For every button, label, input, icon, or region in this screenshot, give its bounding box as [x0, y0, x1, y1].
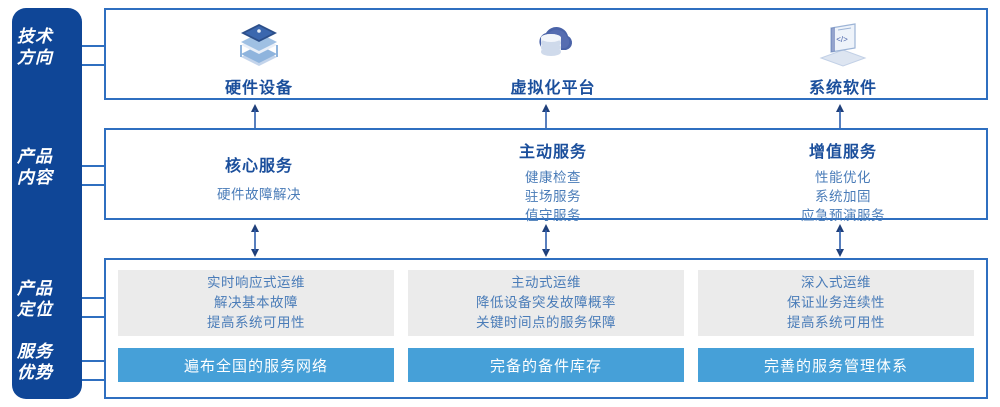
content-column-item: 应急预演服务 [801, 208, 885, 223]
connector-line-content-bottom [82, 184, 104, 186]
tech-column-system-software[interactable]: </> 系统软件 [700, 10, 986, 98]
content-column-item: 驻场服务 [525, 189, 581, 204]
advantage-bar-service-network[interactable]: 遍布全国的服务网络 [118, 348, 394, 382]
position-card-realtime[interactable]: 实时响应式运维 解决基本故障 提高系统可用性 [118, 270, 394, 336]
product-position-advantage-panel: 实时响应式运维 解决基本故障 提高系统可用性 主动式运维 降低设备突发故障概率 … [104, 258, 988, 399]
position-card-line: 关键时间点的服务保障 [476, 315, 616, 330]
sidebar-item-product-position[interactable]: 产品 定位 [0, 278, 70, 320]
sidebar-label-line2: 内容 [17, 168, 53, 187]
sidebar-item-product-content[interactable]: 产品 内容 [0, 146, 70, 188]
content-column-item: 性能优化 [815, 170, 871, 185]
tech-column-label: 虚拟化平台 [510, 80, 596, 97]
sidebar [12, 8, 82, 399]
content-column-item: 系统加固 [815, 189, 871, 204]
content-column-title: 主动服务 [518, 144, 587, 161]
content-column-proactive-service[interactable]: 主动服务 健康检查 驻场服务 值守服务 [406, 130, 700, 226]
arrow-up-virtualization [538, 104, 554, 133]
connector-line-content-top [82, 165, 104, 167]
arrow-up-hardware [247, 104, 263, 133]
connector-line-advantage-bottom [82, 379, 104, 381]
arrow-double-core-service [247, 224, 263, 262]
server-stack-icon [231, 16, 287, 72]
sidebar-label-line1: 产品 [17, 279, 53, 298]
tech-column-hardware[interactable]: 硬件设备 [112, 10, 406, 98]
tech-column-label: 硬件设备 [224, 80, 293, 97]
connector-line-tech-bottom [82, 64, 104, 66]
position-card-indepth[interactable]: 深入式运维 保证业务连续性 提高系统可用性 [698, 270, 974, 336]
sidebar-label-line2: 定位 [17, 300, 53, 319]
content-column-item: 硬件故障解决 [217, 187, 301, 202]
position-card-line: 降低设备突发故障概率 [476, 295, 616, 310]
connector-line-advantage-top [82, 360, 104, 362]
content-column-title: 核心服务 [224, 158, 293, 175]
content-column-value-added-service[interactable]: 增值服务 性能优化 系统加固 应急预演服务 [700, 130, 986, 226]
position-card-line: 解决基本故障 [214, 295, 298, 310]
sidebar-label-line1: 服务 [17, 342, 53, 361]
product-content-panel: 核心服务 硬件故障解决 主动服务 健康检查 驻场服务 值守服务 增值服务 性能优… [104, 128, 988, 223]
position-card-line: 主动式运维 [511, 275, 581, 290]
content-column-core-service[interactable]: 核心服务 硬件故障解决 [112, 130, 406, 240]
tech-column-virtualization[interactable]: 虚拟化平台 [406, 10, 700, 98]
tech-direction-panel: 硬件设备 [104, 8, 988, 100]
content-column-title: 增值服务 [808, 144, 877, 161]
cloud-database-icon [525, 16, 581, 72]
arrow-double-value-added-service [832, 224, 848, 262]
advantage-bar-management-system[interactable]: 完善的服务管理体系 [698, 348, 974, 382]
sidebar-label-line2: 优势 [17, 363, 53, 382]
content-column-item: 值守服务 [525, 208, 581, 223]
connector-line-position-bottom [82, 316, 104, 318]
arrow-up-system-software [832, 104, 848, 133]
position-card-line: 保证业务连续性 [787, 295, 885, 310]
svg-text:</>: </> [836, 35, 848, 44]
arrow-double-proactive-service [538, 224, 554, 262]
sidebar-item-service-advantage[interactable]: 服务 优势 [0, 341, 70, 383]
connector-line-tech-top [82, 45, 104, 47]
position-card-proactive[interactable]: 主动式运维 降低设备突发故障概率 关键时间点的服务保障 [408, 270, 684, 336]
sidebar-item-tech-direction[interactable]: 技术 方向 [0, 26, 70, 68]
position-card-line: 提高系统可用性 [207, 315, 305, 330]
sidebar-label-line1: 技术 [17, 27, 53, 46]
sidebar-label-line2: 方向 [17, 48, 53, 67]
advantage-bar-spare-parts[interactable]: 完备的备件库存 [408, 348, 684, 382]
content-column-item: 健康检查 [525, 170, 581, 185]
tech-column-label: 系统软件 [808, 80, 877, 97]
laptop-code-icon: </> [815, 16, 871, 72]
sidebar-label-line1: 产品 [17, 147, 53, 166]
connector-line-position-top [82, 297, 104, 299]
position-card-line: 实时响应式运维 [207, 275, 305, 290]
position-card-line: 深入式运维 [801, 275, 871, 290]
position-card-line: 提高系统可用性 [787, 315, 885, 330]
